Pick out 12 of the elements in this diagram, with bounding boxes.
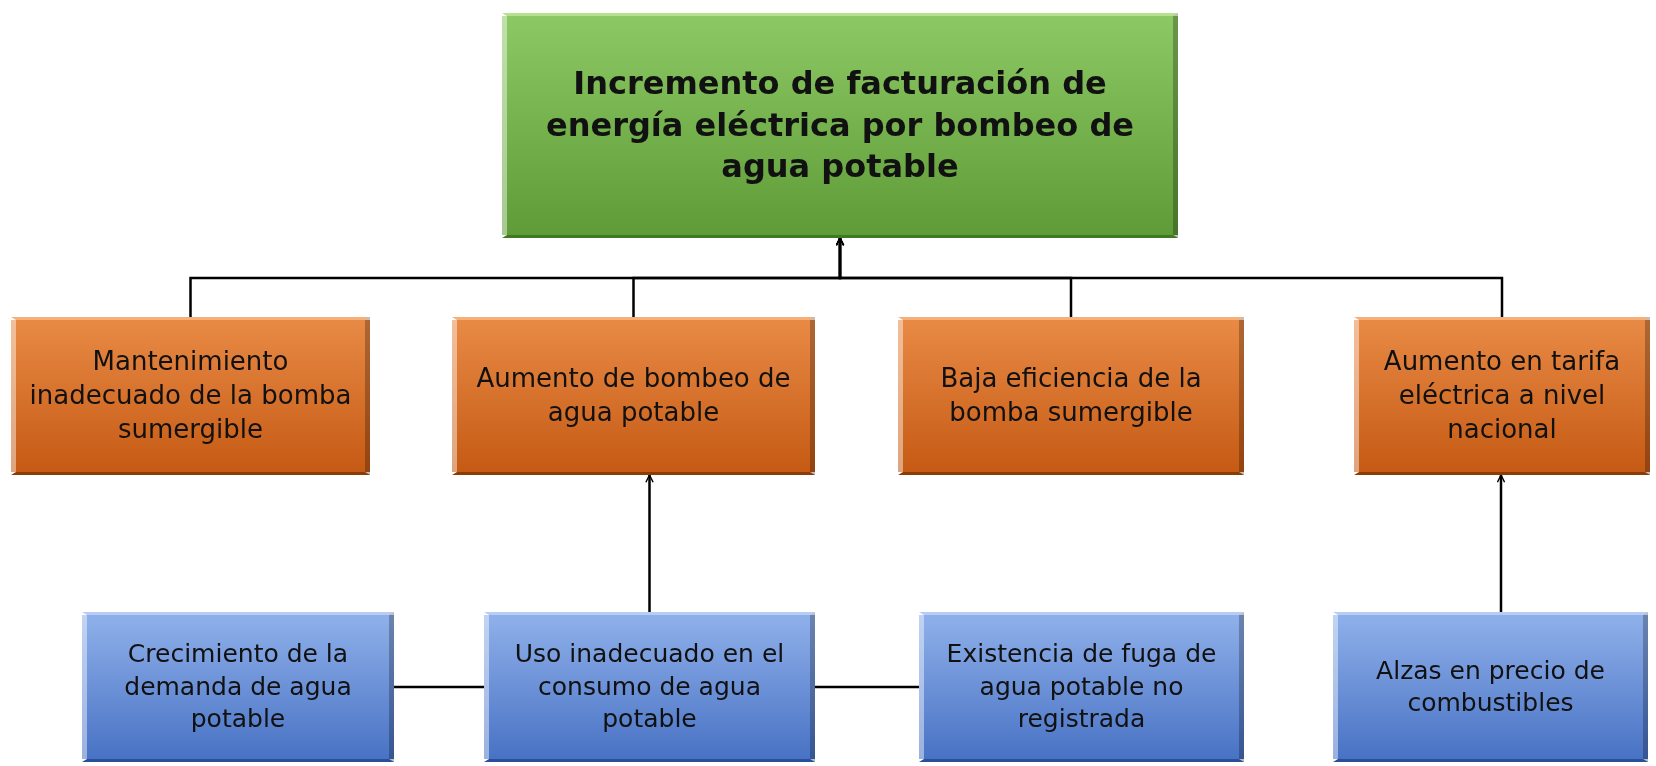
subcause-box: Existencia de fuga de agua potable no registrada xyxy=(919,612,1244,762)
cause-box: Aumento de bombeo de agua potable xyxy=(452,317,815,475)
cause-box: Mantenimiento inadecuado de la bomba sumergible xyxy=(11,317,370,475)
subcause-box: Uso inadecuado en el consumo de agua potable xyxy=(484,612,815,762)
connector-arrow xyxy=(1496,474,1506,612)
cause-box: Aumento en tarifa eléctrica a nivel nacional xyxy=(1354,317,1650,475)
cause-box: Baja eficiencia de la bomba sumergible xyxy=(898,317,1244,475)
effect-box: Incremento de facturación de energía eléctrica por bombeo de agua potable xyxy=(502,13,1178,238)
subcause-box: Crecimiento de la demanda de agua potable xyxy=(82,612,394,762)
subcause-box: Alzas en precio de combustibles xyxy=(1333,612,1648,762)
connector-arrow xyxy=(835,237,1504,317)
connector-arrow xyxy=(645,474,654,612)
